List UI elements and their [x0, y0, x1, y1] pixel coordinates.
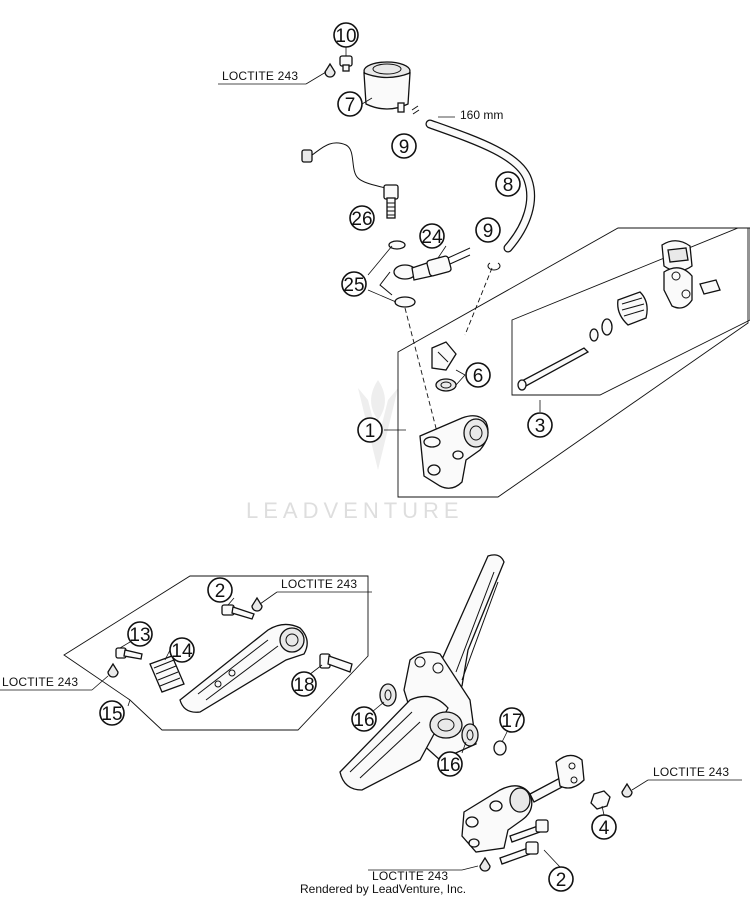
callout-18: 18 — [291, 671, 317, 697]
callout-1: 1 — [357, 417, 383, 443]
svg-text:10: 10 — [335, 26, 356, 47]
loctite-drop-bottom — [479, 856, 491, 872]
loctite-label-left: LOCTITE 243 — [2, 675, 78, 689]
callout-13: 13 — [127, 621, 153, 647]
svg-text:2: 2 — [215, 581, 226, 602]
svg-text:17: 17 — [501, 711, 522, 732]
svg-text:9: 9 — [483, 221, 494, 242]
callout-10: 10 — [333, 22, 359, 48]
loctite-label-bottom-group: LOCTITE 243 — [368, 865, 479, 883]
footrest-bracket — [339, 554, 505, 791]
pivot-pin — [319, 653, 353, 673]
loctite-drop-left — [107, 662, 119, 678]
svg-text:3: 3 — [535, 416, 546, 437]
callout-9-lower: 9 — [475, 217, 501, 243]
banjo-fitting — [379, 240, 471, 308]
loctite-label-right: LOCTITE 243 — [653, 765, 729, 779]
callout-7: 7 — [337, 91, 363, 117]
svg-text:7: 7 — [345, 95, 356, 116]
svg-text:24: 24 — [421, 227, 443, 248]
pedal-bolt — [221, 604, 255, 620]
loctite-label-right-group: LOCTITE 243 — [631, 765, 742, 791]
callout-9-upper: 9 — [391, 133, 417, 159]
callout-15: 15 — [99, 700, 125, 726]
svg-text:6: 6 — [473, 366, 484, 387]
bearing-lower — [461, 723, 479, 747]
footer-credit: Rendered by LeadVenture, Inc. — [300, 882, 466, 896]
assembly-frame-pedal — [63, 575, 369, 731]
callout-26: 26 — [349, 205, 375, 231]
svg-text:9: 9 — [399, 137, 410, 158]
watermark-text: LEADVENTURE — [246, 498, 464, 523]
loctite-label-top-group: LOCTITE 243 — [218, 69, 327, 85]
callout-2-upper: 2 — [207, 577, 233, 603]
svg-text:16: 16 — [353, 710, 374, 731]
svg-text:18: 18 — [293, 675, 314, 696]
svg-text:1: 1 — [365, 421, 376, 442]
loctite-drop-pedal — [251, 596, 263, 612]
clutch-master-cylinder — [419, 415, 489, 489]
callout-16-lower: 16 — [437, 751, 463, 777]
callout-16-upper: 16 — [351, 706, 377, 732]
cylinder-bolts — [499, 819, 549, 865]
assembly-frame-kit-3 — [511, 227, 750, 396]
push-rod-kit — [517, 240, 721, 391]
dash-line-clamp — [464, 267, 493, 336]
pedal-rubber — [149, 655, 185, 693]
svg-text:26: 26 — [351, 209, 372, 230]
loctite-label-top: LOCTITE 243 — [222, 69, 298, 83]
svg-text:25: 25 — [343, 275, 364, 296]
hose-clamp-lower — [487, 262, 501, 271]
mounting-nut — [590, 790, 611, 810]
svg-text:14: 14 — [171, 641, 193, 662]
footrest-screw — [115, 647, 143, 660]
callout-24: 24 — [419, 223, 445, 249]
svg-text:15: 15 — [101, 704, 122, 725]
svg-text:8: 8 — [503, 175, 514, 196]
callout-25: 25 — [341, 271, 367, 297]
callout-8: 8 — [495, 171, 521, 197]
callout-3: 3 — [527, 412, 553, 438]
loctite-drop-right — [621, 782, 633, 798]
loctite-label-left-group: LOCTITE 243 — [0, 675, 109, 691]
callout-14: 14 — [169, 637, 195, 663]
reservoir-screw — [339, 55, 353, 72]
hose-clamp-upper — [411, 105, 420, 115]
loctite-label-bottom: LOCTITE 243 — [372, 869, 448, 883]
callout-6: 6 — [465, 362, 491, 388]
fluid-reservoir — [363, 61, 411, 113]
bearing-upper — [379, 683, 397, 707]
pivot-spacer — [493, 740, 507, 756]
svg-text:4: 4 — [599, 818, 610, 839]
watermark: LEADVENTURE — [246, 380, 464, 523]
loctite-drop-top — [324, 62, 336, 78]
svg-text:16: 16 — [439, 755, 460, 776]
loctite-label-pedal: LOCTITE 243 — [281, 577, 357, 591]
inlet-fitting — [431, 341, 457, 392]
loctite-label-pedal-group: LOCTITE 243 — [259, 577, 372, 605]
callout-17: 17 — [499, 707, 525, 733]
mounted-master-cylinder — [461, 754, 585, 853]
pressure-switch — [301, 142, 399, 219]
callout-2-lower: 2 — [548, 866, 574, 892]
svg-text:13: 13 — [129, 625, 150, 646]
brake-pedal-lever — [179, 623, 308, 713]
callout-4: 4 — [591, 814, 617, 840]
svg-text:2: 2 — [556, 870, 567, 891]
callout-leaders — [119, 47, 605, 868]
hose-length-label: 160 mm — [460, 108, 503, 122]
dash-line-banjo — [404, 307, 438, 433]
clutch-hose — [425, 119, 536, 253]
